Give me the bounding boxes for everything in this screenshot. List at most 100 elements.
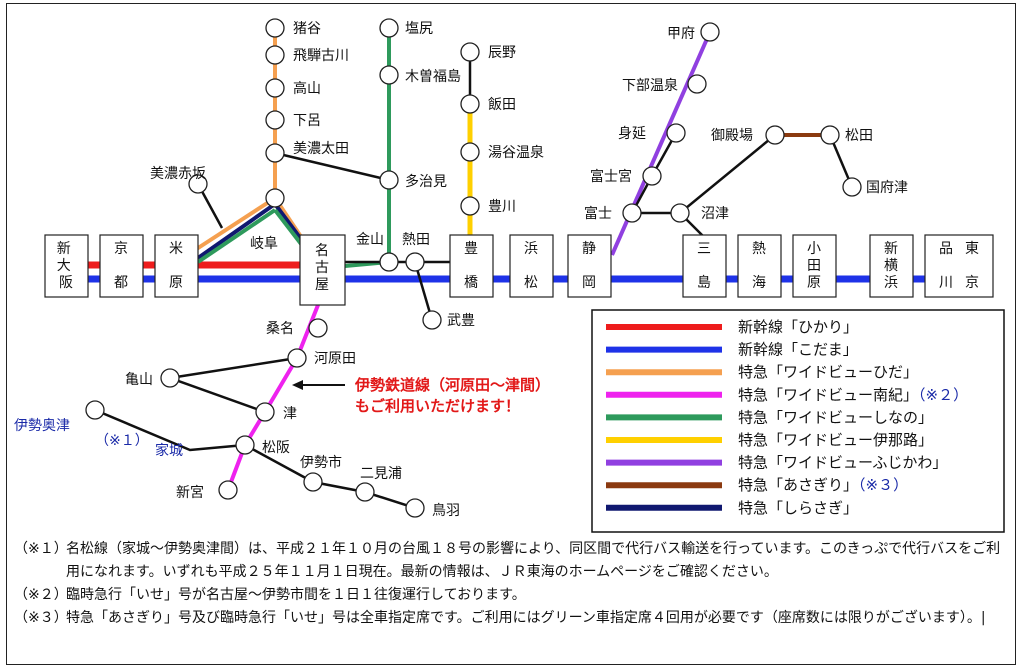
station-shimobe-onsen: 下部温泉 [622, 77, 678, 94]
svg-text:小田原: 小田原 [807, 241, 821, 291]
box-nagoya: 名古屋 [299, 234, 346, 306]
station-kameyama: 亀山 [125, 372, 153, 388]
station-gifu-marker [265, 188, 285, 208]
ise-line-notice-1: 伊勢鉄道線（河原田～津間） [354, 376, 550, 394]
svg-text:新横浜: 新横浜 [884, 241, 898, 291]
legend-label-7: 特急「ワイドビューふじかわ」 [738, 454, 947, 472]
station-shimobe-onsen-marker [687, 74, 707, 94]
station-fujinomiya-marker [642, 166, 662, 186]
station-inotani: 猪谷 [293, 21, 321, 37]
station-toba: 鳥羽 [432, 503, 460, 519]
station-taketoyo: 武豊 [447, 313, 475, 329]
box-shin-osaka-char-1: 新 [57, 241, 71, 257]
kise-line [169, 376, 266, 414]
svg-text:豊橋: 豊橋 [464, 241, 478, 291]
box-shin-osaka-label: 新 大 阪 [57, 241, 75, 291]
station-minobu: 身延 [618, 126, 646, 142]
station-atsuta-marker [405, 252, 425, 272]
legend-label-8: 特急「あさぎり」（※３） [738, 476, 908, 494]
station-futamiura: 二見浦 [360, 466, 402, 482]
station-iida: 飯田 [488, 96, 516, 113]
station-minobu-marker [666, 123, 686, 143]
station-kofu: 甲府 [667, 26, 695, 42]
station-iseshi: 伊勢市 [300, 454, 342, 471]
svg-text:静岡: 静岡 [582, 241, 596, 291]
box-shin-osaka-char-3: 阪 [59, 275, 73, 291]
footnote-3-mark: （※３） [14, 610, 68, 626]
station-shiojiri-marker [379, 18, 399, 38]
station-kofu-marker [700, 22, 720, 42]
station-taketoyo-marker [422, 310, 442, 330]
svg-text:熱海: 熱海 [752, 241, 766, 291]
svg-text:京都: 京都 [114, 241, 128, 291]
station-yutani-onsen-marker [460, 142, 480, 162]
kansai-line [169, 356, 298, 380]
station-iida-marker [460, 94, 480, 114]
shirasagi-line [196, 202, 277, 260]
box-mishima: 三島 [682, 234, 727, 298]
station-inotani-marker [265, 18, 285, 38]
station-numazu-marker [670, 203, 690, 223]
station-gero: 下呂 [293, 113, 321, 129]
box-atami: 熱海 [737, 234, 782, 298]
station-kozu-marker [842, 177, 862, 197]
meisho-line [94, 408, 246, 452]
svg-text:米原: 米原 [169, 241, 183, 291]
station-toyokawa: 豊川 [488, 199, 516, 215]
svg-text:品川: 品川 [939, 241, 953, 291]
legend-note-4: （※２） [918, 386, 968, 404]
footnote-3-text: 特急「あさぎり」号及び臨時急行「いせ」号は全車指定席です。ご利用にはグリーン車指… [66, 610, 986, 626]
svg-text:東京: 東京 [965, 241, 979, 291]
station-numazu: 沼津 [701, 206, 729, 222]
footnote-3: （※３） 特急「あさぎり」号及び臨時急行「いせ」号は全車指定席です。ご利用にはグ… [14, 607, 1009, 630]
footnote-1-mark: （※１） [14, 541, 68, 557]
station-mino-ota: 美濃太田 [293, 141, 349, 157]
station-matsusaka: 松阪 [262, 440, 290, 456]
station-gifu: 岐阜 [250, 235, 278, 252]
svg-text:名古屋: 名古屋 [315, 243, 329, 293]
box-shin-yokohama: 新横浜 [869, 234, 914, 298]
station-toyokawa-marker [460, 196, 480, 216]
station-ise-okitsu-marker [85, 400, 105, 420]
footnote-2-text: 臨時急行「いせ」号が名古屋～伊勢市間を１日１往復運行しております。 [66, 587, 526, 603]
station-ieki: 家城 [155, 442, 183, 459]
legend-label-4: 特急「ワイドビュー南紀」（※２） [738, 386, 968, 404]
station-fujinomiya: 富士宮 [590, 168, 632, 185]
box-hamamatsu: 浜松 [509, 234, 554, 298]
station-kiso-fukushima: 木曽福島 [405, 69, 461, 85]
svg-text:浜松: 浜松 [524, 241, 538, 291]
legend: 新幹線「ひかり」新幹線「こだま」特急「ワイドビューひだ」特急「ワイドビュー南紀」… [606, 318, 968, 517]
legend-label-6: 特急「ワイドビュー伊那路」 [738, 431, 933, 449]
station-matsusaka-marker [235, 435, 255, 455]
station-takayama: 高山 [293, 80, 321, 97]
box-toyohashi: 豊橋 [449, 234, 494, 298]
station-atsuta: 熱田 [402, 232, 430, 248]
station-tajimi-marker [379, 170, 399, 190]
station-kawarada-marker [287, 348, 307, 368]
station-tsu: 津 [283, 406, 297, 422]
station-gotemba-marker [765, 125, 785, 145]
legend-label-3: 特急「ワイドビューひだ」 [738, 363, 918, 381]
box-kyoto: 京都 [99, 234, 144, 298]
station-kuwana: 桑名 [266, 321, 294, 337]
station-mino-akasaka: 美濃赤坂 [150, 166, 206, 182]
station-ise-okitsu: 伊勢奥津 [14, 417, 70, 434]
station-gero-marker [265, 110, 285, 130]
legend-label-1: 新幹線「ひかり」 [738, 318, 858, 336]
station-kiso-fukushima-marker [379, 65, 399, 85]
station-tajimi: 多治見 [405, 173, 447, 190]
sangu-line [244, 443, 416, 510]
station-tsu-marker [255, 402, 275, 422]
footnote-1-text: 名松線（家城～伊勢奥津間）は、平成２１年１０月の台風１８号の影響により、同区間で… [66, 541, 1001, 580]
box-shin-osaka: 新 大 阪 [44, 234, 89, 298]
station-mino-ota-marker [265, 143, 285, 163]
station-kameyama-marker [160, 368, 180, 388]
svg-text:三島: 三島 [697, 241, 711, 291]
station-iseshi-marker [303, 472, 323, 492]
station-shiojiri: 塩尻 [405, 21, 433, 37]
station-shingu: 新宮 [176, 485, 204, 501]
shinano-line-gifu [196, 208, 277, 264]
station-kanayama-marker [379, 252, 399, 272]
station-toba-marker [405, 498, 425, 518]
station-shingu-marker [218, 480, 238, 500]
